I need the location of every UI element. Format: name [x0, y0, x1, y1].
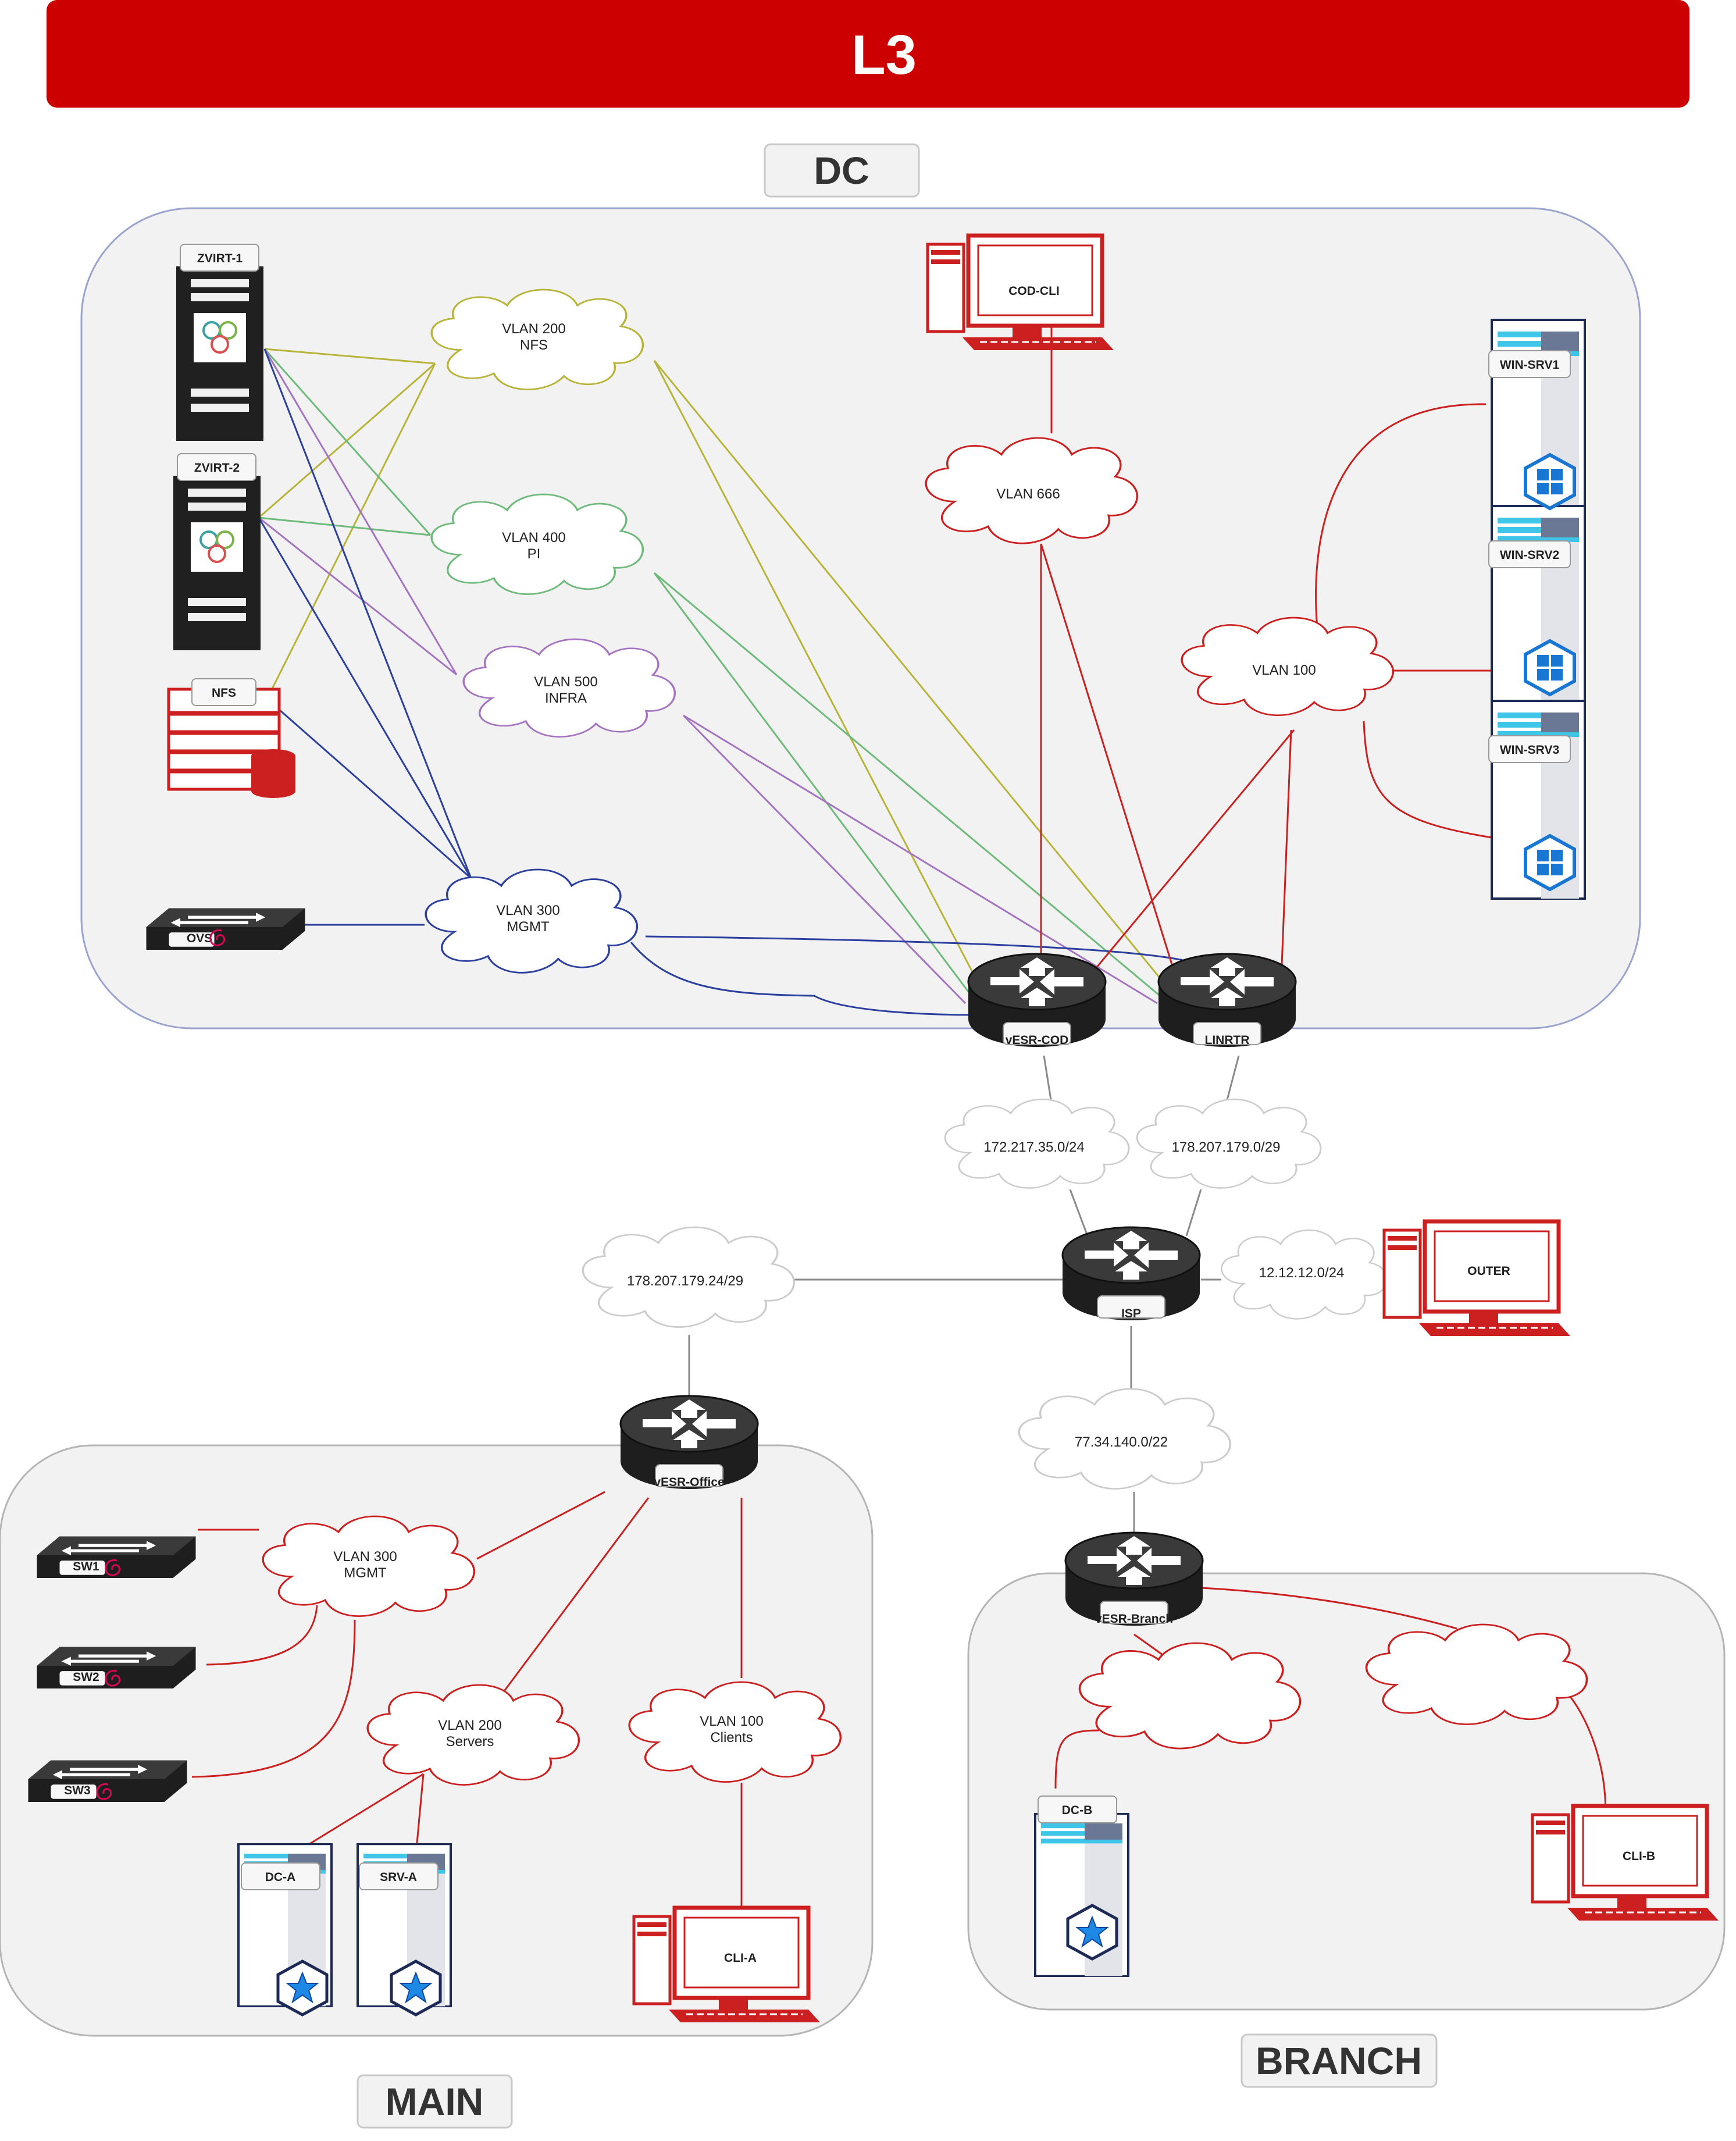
net-172-label: 172.217.35.0/24: [983, 1139, 1085, 1155]
outer-label: OUTER: [1467, 1264, 1510, 1278]
zvirt2-label: ZVIRT-2: [194, 461, 240, 475]
branch-zone-label: BRANCH: [1256, 2039, 1422, 2082]
vesr-branch-label: vESR-Branch: [1095, 1612, 1173, 1626]
switch-icon: [28, 1536, 196, 1802]
win-srv1-label: WIN-SRV1: [1500, 358, 1560, 372]
vlan200-nfs-label-2: NFS: [520, 337, 548, 353]
vesr-office-label: vESR-Office: [654, 1476, 724, 1489]
linrtr-label: LINRTR: [1205, 1034, 1250, 1047]
switch-icon: [146, 908, 305, 950]
net-77-label: 77.34.140.0/22: [1075, 1434, 1168, 1450]
links: [191, 323, 1607, 1919]
vlan500-infra-label-2: INFRA: [545, 690, 587, 706]
zvirt1-label: ZVIRT-1: [197, 252, 243, 265]
vlan200-servers-label-1: VLAN 200: [438, 1718, 501, 1733]
dc-zone-label: DC: [814, 149, 869, 192]
workstation-icon: [1384, 1221, 1570, 1336]
sw3-label: SW3: [64, 1784, 91, 1797]
server-tower-icon: [1491, 319, 1586, 900]
vlan300-mgmt-dc-label-2: MGMT: [507, 919, 550, 935]
storage-icon: [167, 687, 295, 798]
cli-b-label: CLI-B: [1623, 1850, 1655, 1863]
vesr-cod-label: vESR-COD: [1006, 1034, 1069, 1047]
vlan200-servers-label-2: Servers: [446, 1734, 494, 1750]
vlan666-label: VLAN 666: [996, 486, 1060, 502]
nfs-label-box: [191, 678, 256, 706]
sw1-label: SW1: [73, 1560, 99, 1573]
main-zone-label: MAIN: [386, 2080, 484, 2123]
nfs-label: NFS: [212, 686, 236, 700]
vlan300-mgmt-main-label-2: MGMT: [344, 1565, 387, 1581]
win-srv3-label: WIN-SRV3: [1500, 743, 1559, 757]
net-178-dc-label: 178.207.179.0/29: [1172, 1139, 1281, 1155]
dc-zone-label-box: [764, 143, 920, 198]
vlan300-mgmt-main-label-1: VLAN 300: [333, 1549, 397, 1565]
vlan400-pi-label-2: PI: [527, 546, 541, 562]
net-178-main-label: 178.207.179.24/29: [627, 1273, 743, 1289]
dc-a-label: DC-A: [265, 1871, 296, 1884]
directory-star-icon: [1068, 1905, 1117, 1959]
branch-zone-label-box: [1240, 2033, 1438, 2088]
vlan200-nfs-label-1: VLAN 200: [502, 321, 565, 337]
srv-a-label-box: [359, 1862, 439, 1890]
vlan100-clients-label-1: VLAN 100: [700, 1713, 763, 1729]
zvirt1-label-box: [180, 244, 259, 272]
cli-a-label: CLI-A: [724, 1951, 757, 1965]
dc-b-label: DC-B: [1062, 1804, 1093, 1817]
page-title: L3: [851, 24, 917, 86]
ovs-label: OVS: [187, 932, 212, 945]
vlan500-infra-label-1: VLAN 500: [534, 674, 597, 690]
srv-a-label: SRV-A: [380, 1871, 417, 1884]
vlan400-pi-label-1: VLAN 400: [502, 530, 565, 546]
dc-b-label-box: [1038, 1796, 1117, 1823]
sw2-label: SW2: [73, 1670, 99, 1684]
dc-zone: [80, 207, 1641, 1029]
title-bar: [47, 0, 1689, 108]
cod-cli-label: COD-CLI: [1008, 284, 1060, 298]
net-12-label: 12.12.12.0/24: [1259, 1265, 1345, 1281]
win-srv3-label-box: [1488, 735, 1571, 763]
vlan100-clients-label-2: Clients: [710, 1730, 753, 1745]
win-srv2-label-box: [1488, 540, 1571, 568]
vlan300-mgmt-dc-label-1: VLAN 300: [496, 903, 559, 918]
dc-a-label-box: [241, 1862, 320, 1890]
isp-label: ISP: [1121, 1307, 1141, 1320]
win-srv1-label-box: [1488, 350, 1571, 378]
main-zone-label-box: [357, 2074, 513, 2129]
vlan100-dc-label: VLAN 100: [1252, 662, 1316, 678]
zvirt2-label-box: [177, 453, 256, 481]
win-srv2-label: WIN-SRV2: [1500, 548, 1559, 562]
